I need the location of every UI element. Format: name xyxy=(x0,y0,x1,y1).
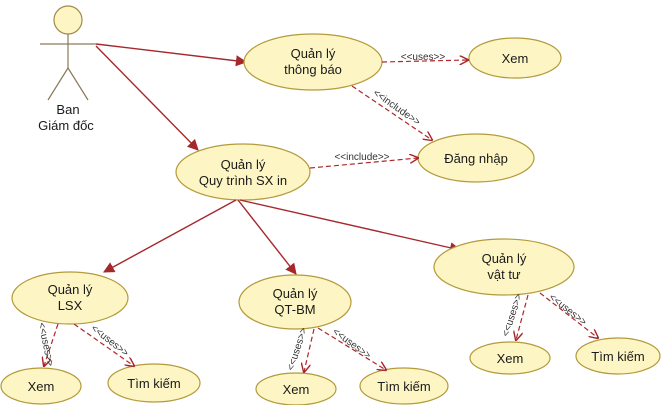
actor-ban-giam-doc[interactable]: Ban Giám đốc xyxy=(38,5,96,133)
use-case-label-line1: Quản lý xyxy=(482,251,527,266)
use-case-ellipse xyxy=(255,372,337,405)
use-case-label-line1: Xem xyxy=(497,351,524,366)
use-case-tim-kiem-lsx[interactable]: Tìm kiếm xyxy=(107,363,201,403)
include-thong-bao-dang-nhap xyxy=(351,85,432,140)
assoc-actor-thong-bao xyxy=(95,43,248,67)
assoc-quy-trinh-vat-tu xyxy=(239,199,462,254)
uses-thong-bao-xem xyxy=(381,60,468,62)
use-case-label-line1: Xem xyxy=(283,382,310,397)
use-case-ellipse xyxy=(175,143,311,201)
uses-label-lsx-1: <<uses>> xyxy=(35,322,55,368)
uses-vattu-tim-kiem xyxy=(539,292,598,338)
use-case-ellipse xyxy=(238,274,352,330)
use-case-ellipse xyxy=(11,271,129,325)
use-case-quan-ly-quy-trinh[interactable]: Quản lý Quy trình SX in xyxy=(175,143,311,201)
use-case-quan-ly-lsx[interactable]: Quản lý LSX xyxy=(11,271,129,325)
use-case-label-line2: thông báo xyxy=(284,62,342,77)
use-case-label-line1: Quản lý xyxy=(291,46,336,61)
uses-qtbm-tim-kiem xyxy=(317,327,386,370)
uses-lsx-tim-kiem xyxy=(73,323,134,366)
actor-name-line1: Ban xyxy=(56,102,79,117)
use-case-label-line1: Xem xyxy=(28,379,55,394)
use-case-label-line1: Tìm kiếm xyxy=(591,349,644,364)
actor-head-icon xyxy=(53,5,83,35)
use-case-quan-ly-qtbm[interactable]: Quản lý QT-BM xyxy=(238,274,352,330)
use-case-ellipse xyxy=(469,341,551,375)
include-label-top: <<include>> xyxy=(371,88,423,129)
uses-label-top: <<uses>> xyxy=(401,52,446,63)
uses-lsx-xem xyxy=(44,323,59,366)
use-case-ellipse xyxy=(0,367,82,405)
use-case-quan-ly-thong-bao[interactable]: Quản lý thông báo xyxy=(243,33,383,91)
actor-name-line2: Giám đốc xyxy=(38,118,94,133)
use-case-dang-nhap[interactable]: Đăng nhập xyxy=(417,133,535,183)
include-label-mid: <<include>> xyxy=(334,152,389,163)
uses-label-vattu-2: <<uses>> xyxy=(547,292,589,328)
use-case-quan-ly-vat-tu[interactable]: Quản lý vật tư xyxy=(433,238,575,296)
assoc-actor-quy-trinh xyxy=(95,45,199,151)
use-case-ellipse xyxy=(433,238,575,296)
use-case-ellipse xyxy=(359,367,449,405)
actor-left-leg xyxy=(47,67,69,101)
use-case-label-line1: Xem xyxy=(502,51,529,66)
use-case-tim-kiem-vattu[interactable]: Tìm kiếm xyxy=(575,337,661,375)
use-case-xem-top[interactable]: Xem xyxy=(468,37,562,79)
use-case-xem-vattu[interactable]: Xem xyxy=(469,341,551,375)
use-case-label-line1: Quản lý xyxy=(273,286,318,301)
use-case-ellipse xyxy=(107,363,201,403)
uses-label-lsx-2: <<uses>> xyxy=(89,323,131,359)
use-case-xem-lsx[interactable]: Xem xyxy=(0,367,82,405)
use-case-label-line1: Tìm kiếm xyxy=(377,379,430,394)
include-quy-trinh-dang-nhap xyxy=(309,158,418,169)
use-case-label-line1: Đăng nhập xyxy=(444,151,508,166)
use-case-label-line2: QT-BM xyxy=(274,302,315,317)
assoc-quy-trinh-qtbm xyxy=(237,199,297,275)
use-case-label-line2: vật tư xyxy=(487,267,521,282)
use-case-tim-kiem-qtbm[interactable]: Tìm kiếm xyxy=(359,367,449,405)
use-case-label-line1: Quản lý xyxy=(221,157,266,172)
assoc-quy-trinh-lsx xyxy=(103,199,237,273)
uses-label-qtbm-1: <<uses>> xyxy=(286,326,310,372)
use-case-label-line2: Quy trình SX in xyxy=(199,173,287,188)
use-case-label-line1: Tìm kiếm xyxy=(127,376,180,391)
use-case-label-line1: Quản lý xyxy=(48,282,93,297)
actor-right-leg xyxy=(67,67,89,101)
use-case-label-line2: LSX xyxy=(58,298,83,313)
uses-label-vattu-1: <<uses>> xyxy=(501,292,525,338)
uses-qtbm-xem xyxy=(304,328,315,372)
uses-label-qtbm-2: <<uses>> xyxy=(330,326,373,361)
use-case-xem-qtbm[interactable]: Xem xyxy=(255,372,337,405)
use-case-ellipse xyxy=(575,337,661,375)
